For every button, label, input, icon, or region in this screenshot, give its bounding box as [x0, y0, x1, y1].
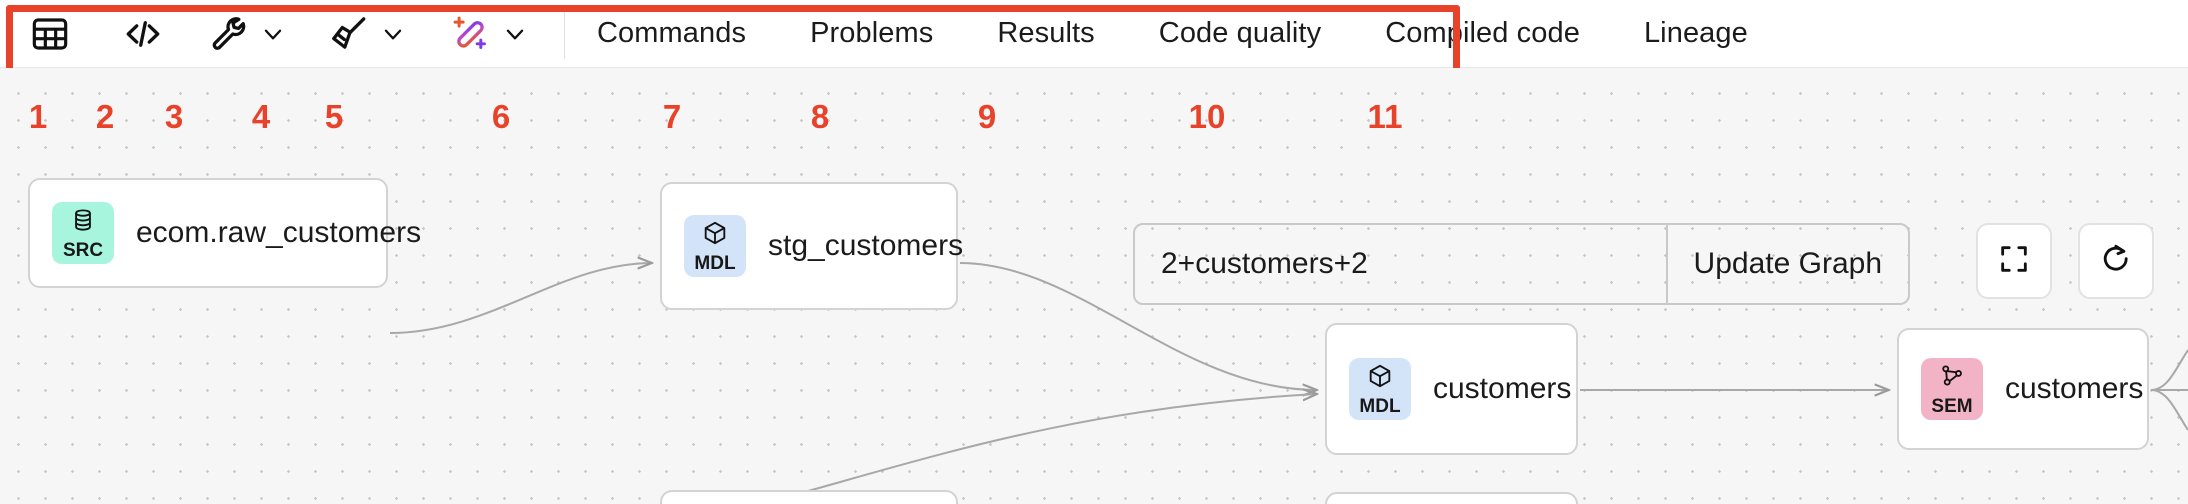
tab-results[interactable]: Results — [997, 17, 1095, 49]
node-type-badge-mdl: MDL — [1349, 358, 1411, 420]
graph-query-bar: Update Graph — [1133, 223, 1910, 305]
callout-5: 5 — [324, 98, 344, 135]
graph-node-ecom-raw-customers[interactable]: SRC ecom.raw_customers — [28, 178, 421, 288]
refresh-graph-button[interactable] — [2078, 223, 2154, 299]
code-icon[interactable] — [122, 10, 164, 58]
callout-9: 9 — [977, 98, 997, 135]
node-type-badge-mdl: MDL — [684, 215, 746, 277]
editor-tabs: Commands Problems Results Code quality C… — [565, 0, 1780, 67]
tab-lineage[interactable]: Lineage — [1643, 17, 1748, 49]
callout-2: 2 — [95, 98, 115, 135]
node-label: customers — [1433, 372, 1572, 405]
refresh-icon — [2099, 242, 2133, 281]
tab-commands[interactable]: Commands — [597, 17, 747, 49]
node-label: stg_customers — [768, 229, 964, 262]
callout-3: 3 — [164, 98, 184, 135]
tab-code-quality[interactable]: Code quality — [1158, 17, 1322, 49]
toolbar-ai-button[interactable] — [450, 10, 528, 58]
node-label: ecom.raw_customers — [136, 216, 422, 249]
fit-view-icon — [1997, 242, 2031, 281]
callout-7: 7 — [662, 98, 682, 135]
table-icon[interactable] — [30, 10, 70, 58]
graph-nodes-icon — [1939, 363, 1965, 394]
toolbar-format-button[interactable] — [328, 10, 406, 58]
toolbar-table-button[interactable] — [30, 10, 70, 58]
fit-view-button[interactable] — [1976, 223, 2052, 299]
cube-icon — [702, 220, 728, 251]
node-type-badge-src: SRC — [52, 202, 114, 264]
cube-icon — [1367, 363, 1393, 394]
graph-node-customers-mdl[interactable]: MDL customers — [1325, 323, 1578, 455]
lineage-graph-canvas[interactable]: Update Graph — [0, 68, 2188, 504]
callout-11: 11 — [1367, 98, 1403, 135]
graph-node-customers-sem[interactable]: SEM customers — [1897, 328, 2149, 450]
graph-node-stg-customers[interactable]: MDL stg_customers — [660, 182, 963, 310]
graph-query-input[interactable] — [1135, 225, 1666, 303]
chevron-down-icon[interactable] — [260, 21, 286, 47]
callout-4: 4 — [251, 98, 271, 135]
editor-toolbar: Commands Problems Results Code quality C… — [0, 0, 2188, 68]
toolbar-tools-button[interactable] — [208, 10, 286, 58]
callout-10: 10 — [1188, 98, 1226, 135]
callout-6: 6 — [491, 98, 511, 135]
wrench-icon[interactable] — [208, 10, 250, 58]
callout-1: 1 — [28, 98, 48, 135]
broom-icon[interactable] — [328, 10, 370, 58]
magic-wand-icon[interactable] — [450, 10, 492, 58]
callout-8: 8 — [810, 98, 830, 135]
graph-node-partial-left[interactable] — [660, 490, 958, 504]
node-type-badge-sem: SEM — [1921, 358, 1983, 420]
badge-label: MDL — [1359, 395, 1401, 417]
toolbar-divider — [564, 8, 565, 59]
toolbar-code-button[interactable] — [122, 10, 164, 58]
graph-node-partial-right[interactable] — [1325, 492, 1578, 504]
badge-label: SRC — [62, 239, 104, 261]
toolbar-icon-group — [0, 0, 565, 67]
badge-label: SEM — [1931, 395, 1973, 417]
chevron-down-icon[interactable] — [380, 21, 406, 47]
database-icon — [70, 207, 96, 238]
tab-compiled-code[interactable]: Compiled code — [1385, 17, 1580, 49]
chevron-down-icon[interactable] — [502, 21, 528, 47]
node-label: customers — [2005, 372, 2144, 405]
badge-label: MDL — [694, 252, 736, 274]
tab-problems[interactable]: Problems — [810, 17, 934, 49]
update-graph-button[interactable]: Update Graph — [1665, 225, 1908, 303]
